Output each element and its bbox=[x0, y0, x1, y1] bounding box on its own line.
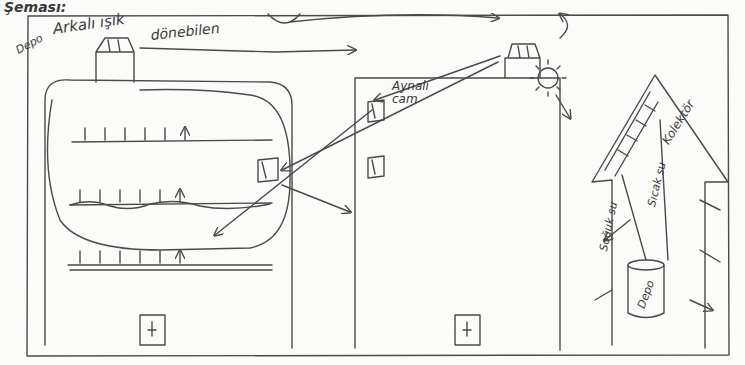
tank-cylinder: Depo bbox=[626, 258, 666, 320]
floor-lines bbox=[68, 140, 272, 270]
up-arrows bbox=[80, 128, 185, 263]
light-arrow bbox=[215, 110, 372, 235]
handwritten-label: Arkalı ışık bbox=[52, 7, 163, 38]
light-arrow bbox=[560, 14, 568, 38]
door bbox=[140, 315, 165, 345]
mirror-window bbox=[368, 156, 384, 178]
house-outline bbox=[592, 75, 728, 348]
solar-tower bbox=[505, 44, 540, 78]
light-arrow bbox=[282, 185, 350, 212]
sun bbox=[538, 68, 558, 88]
handwritten-label: Soğuk su bbox=[598, 182, 624, 253]
tank-label: Depo bbox=[633, 273, 659, 315]
solar-tower bbox=[96, 38, 134, 82]
frame bbox=[27, 15, 729, 356]
handwritten-label: Aynalı cam bbox=[392, 80, 437, 105]
door bbox=[455, 315, 480, 345]
light-arrow bbox=[282, 62, 498, 170]
collector-panel bbox=[605, 92, 658, 176]
left-building bbox=[45, 80, 292, 348]
sun-rays bbox=[530, 60, 566, 96]
title: Şeması: bbox=[4, 0, 66, 15]
mirror-window bbox=[258, 158, 278, 182]
airflow-loop bbox=[48, 90, 291, 250]
handwritten-label: dönebilen bbox=[150, 18, 251, 43]
handwritten-label: Sıcak su bbox=[646, 137, 674, 208]
light-arrow bbox=[290, 15, 498, 22]
sun-arrow bbox=[556, 95, 570, 118]
sun bbox=[268, 14, 300, 23]
light-arrow bbox=[140, 48, 355, 52]
handwritten-label: Kolektör bbox=[660, 72, 713, 147]
